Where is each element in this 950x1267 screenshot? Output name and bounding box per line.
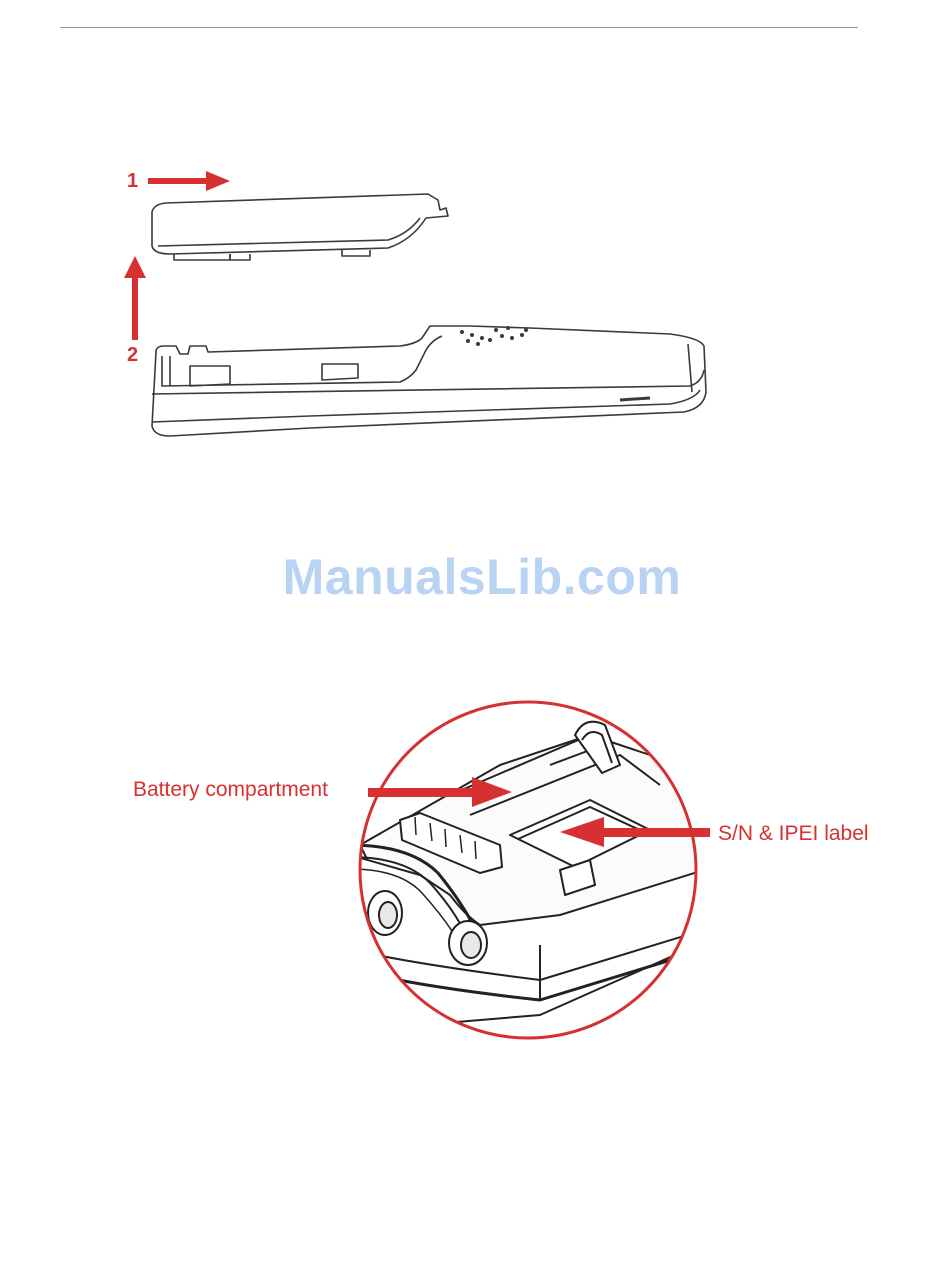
battery-cover-removal-illustration bbox=[110, 160, 720, 450]
up-arrow-icon bbox=[124, 256, 146, 340]
battery-cover bbox=[152, 194, 448, 260]
compartment-closeup bbox=[350, 695, 720, 1055]
battery-compartment-callout: Battery compartment bbox=[133, 778, 328, 802]
sn-ipei-label-callout: S/N & IPEI label bbox=[718, 822, 869, 846]
watermark: ManualsLib.com bbox=[0, 548, 950, 606]
right-arrow-icon bbox=[148, 171, 230, 191]
step-1-number: 1 bbox=[127, 170, 138, 193]
handset-body bbox=[152, 326, 706, 436]
battery-compartment-illustration bbox=[120, 695, 910, 1055]
step-2-number: 2 bbox=[127, 344, 138, 367]
header-rule bbox=[60, 27, 858, 28]
